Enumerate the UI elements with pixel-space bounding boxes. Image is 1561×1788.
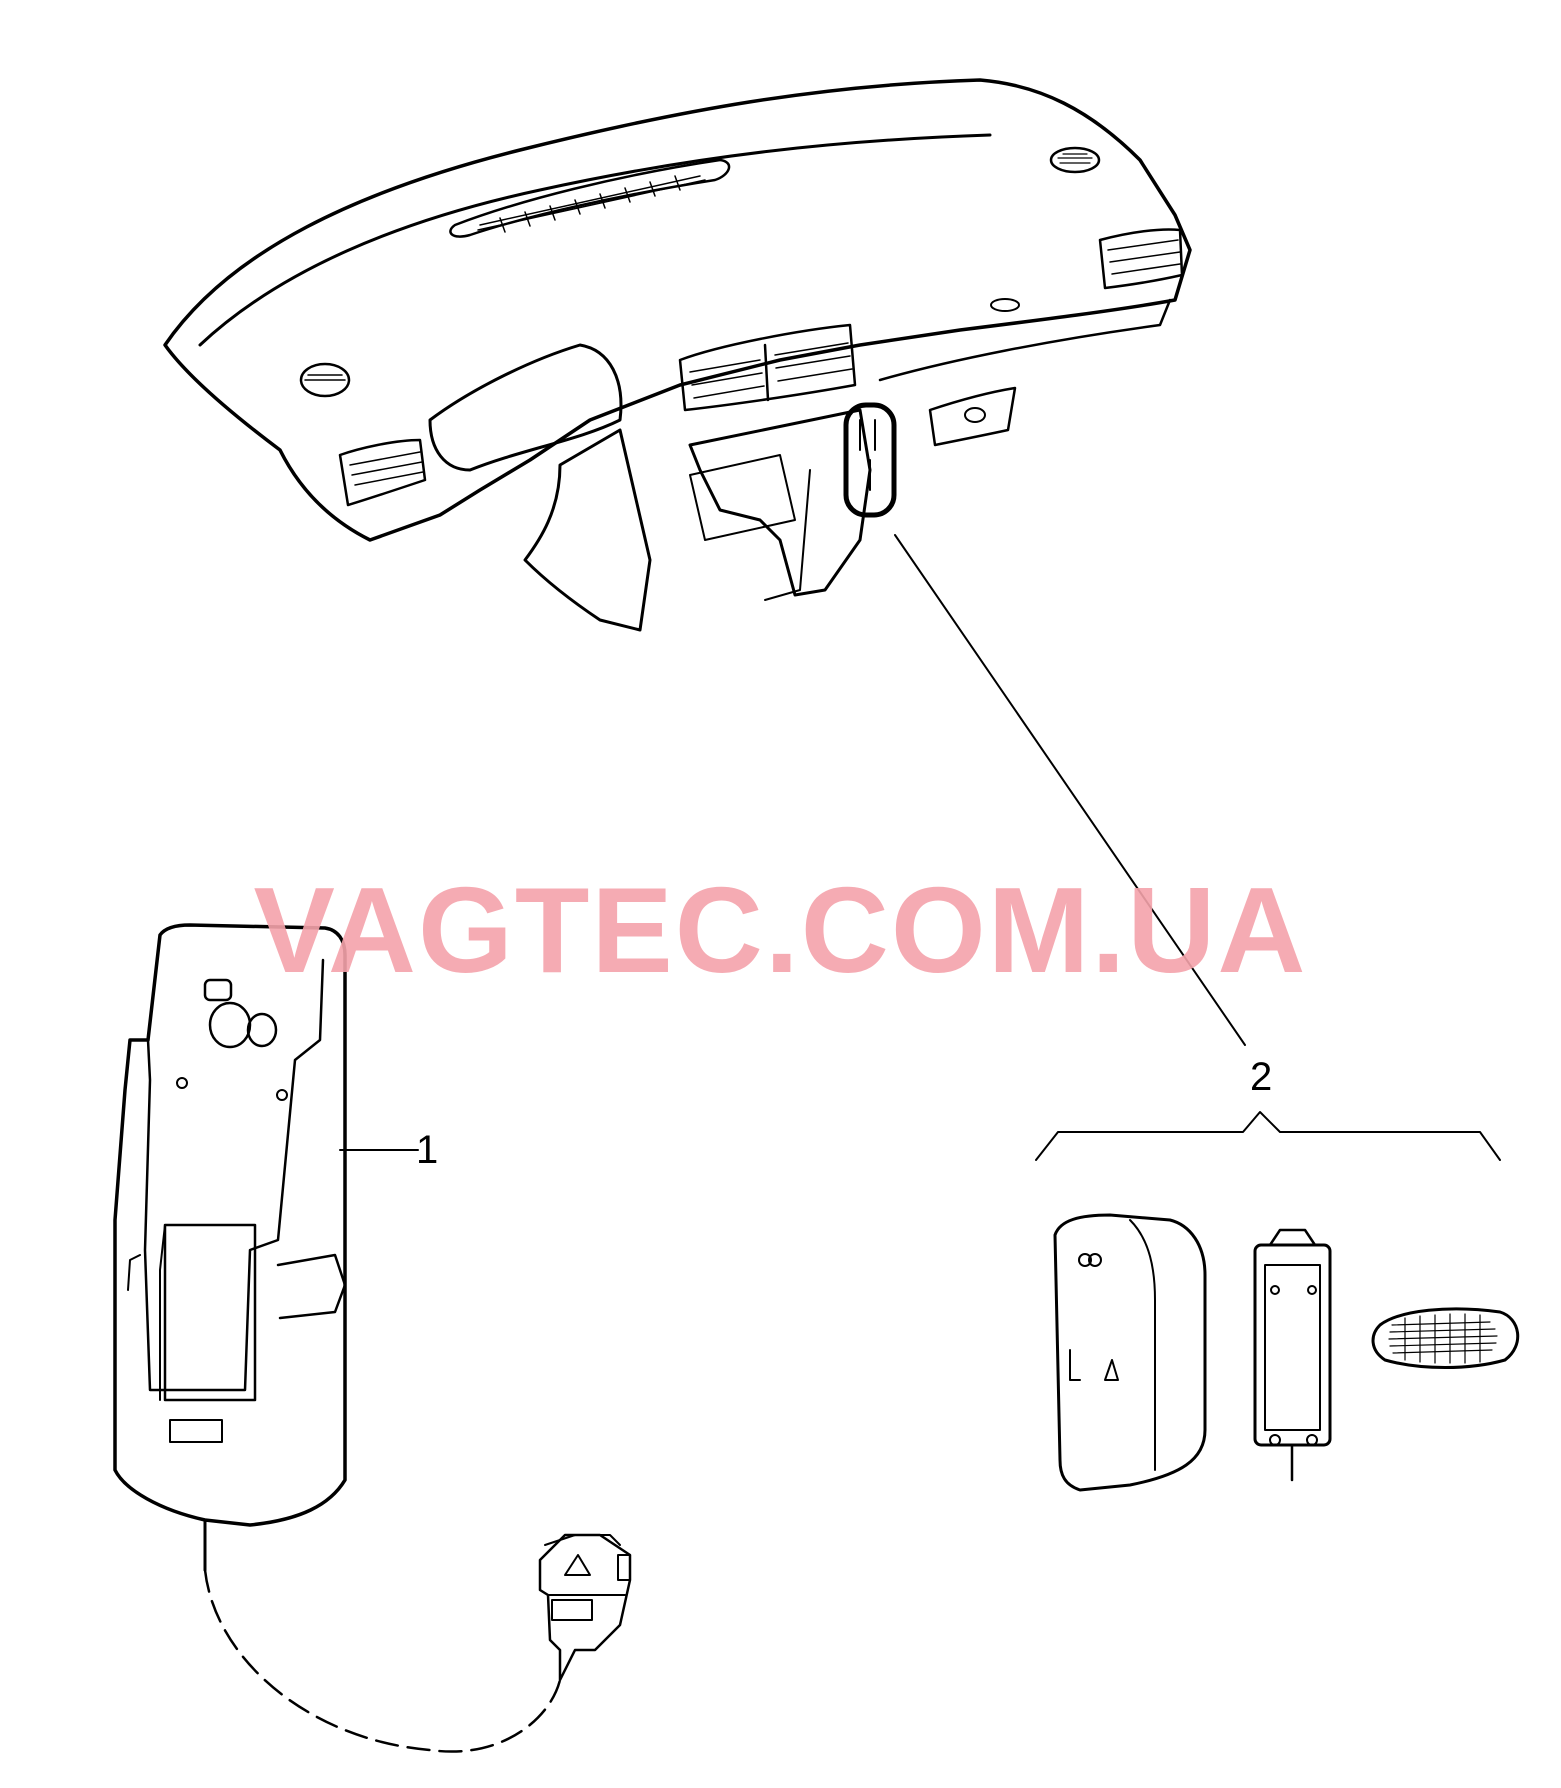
callout-leader-lines: [339, 534, 1501, 1161]
module-set-illustration: [1053, 1213, 1520, 1492]
dashboard-illustration: [163, 78, 1192, 632]
phone-cradle-illustration: [113, 923, 632, 1753]
callout-label-part-2: 2: [1250, 1055, 1273, 1099]
callout-label-part-1: 1: [416, 1128, 439, 1172]
